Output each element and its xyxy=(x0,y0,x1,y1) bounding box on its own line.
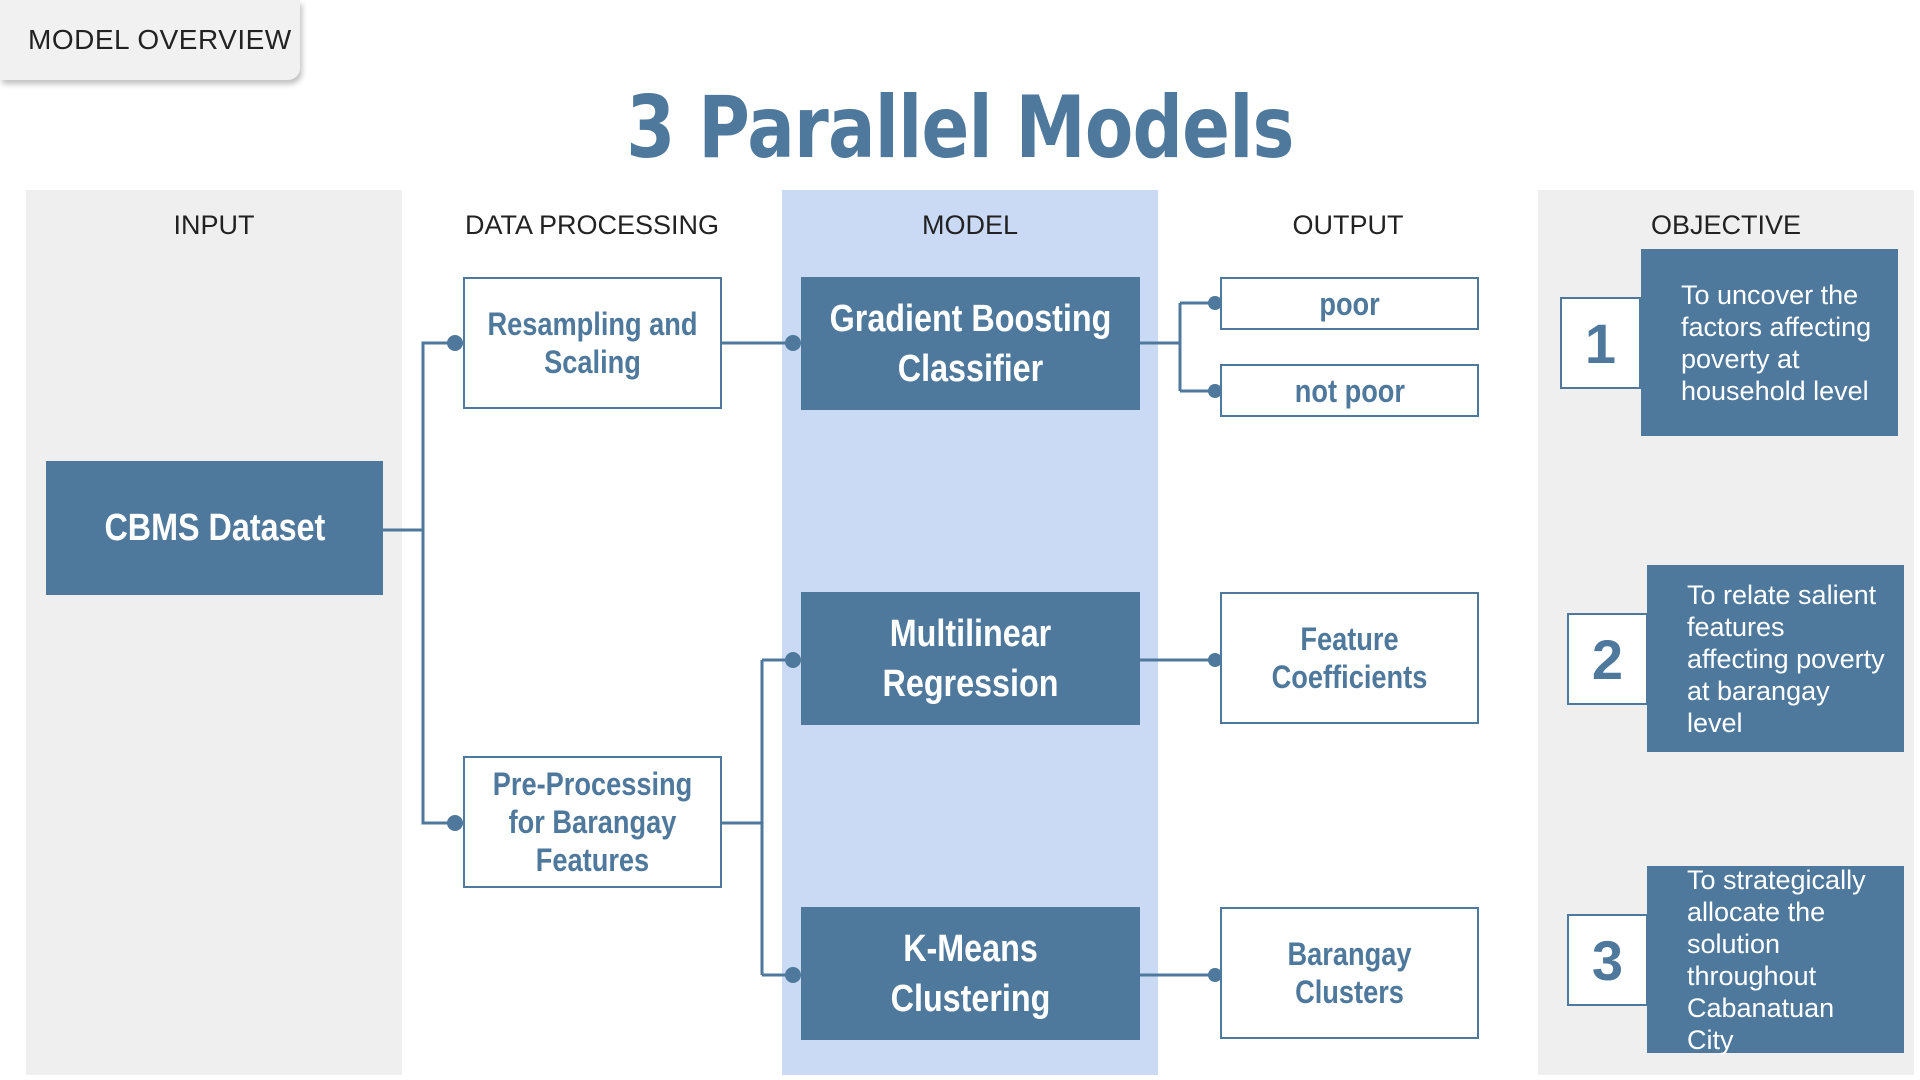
input-column-background xyxy=(26,190,402,1075)
connector-dot xyxy=(1208,653,1222,667)
objective-1-text: To uncover the factors affecting poverty… xyxy=(1681,279,1872,406)
input-column-header: INPUT xyxy=(173,210,255,240)
kmeans-clustering-box[interactable]: K-Means Clustering xyxy=(801,907,1140,1040)
multilinear-regression-box[interactable]: Multilinear Regression xyxy=(801,592,1140,725)
resampling-scaling-label: Resampling and Scaling xyxy=(487,306,698,380)
objective-3-text-box[interactable]: To strategically allocate the solution t… xyxy=(1647,864,1904,1055)
output-column-header: OUTPUT xyxy=(1292,210,1404,240)
cbms-dataset-label: CBMS Dataset xyxy=(104,507,325,549)
objective-2-number: 2 xyxy=(1591,627,1624,691)
connector-dot xyxy=(447,815,463,831)
objective-column-header: OBJECTIVE xyxy=(1650,210,1802,240)
barangay-clusters-label: Barangay Clusters xyxy=(1287,936,1412,1010)
preprocessing-label: Pre-Processing for Barangay Features xyxy=(492,766,693,878)
objective-2-text: To relate salient features affecting pov… xyxy=(1687,579,1885,738)
connector-dot xyxy=(785,967,801,983)
output-poor-box[interactable]: poor xyxy=(1220,277,1479,330)
objective-1-number-box: 1 xyxy=(1560,297,1641,389)
objective-3-text: To strategically allocate the solution t… xyxy=(1687,864,1866,1055)
output-poor-label: poor xyxy=(1319,285,1380,322)
connector-input-to-resampling xyxy=(383,341,455,532)
output-not-poor-label: not poor xyxy=(1294,372,1405,409)
objective-2-number-box: 2 xyxy=(1567,613,1648,705)
resampling-scaling-box[interactable]: Resampling and Scaling xyxy=(463,277,722,409)
connector-input-to-preprocessing xyxy=(421,530,455,825)
page-title: 3 Parallel Models xyxy=(626,78,1294,178)
objective-3-number-box: 3 xyxy=(1567,914,1648,1006)
processing-column-header: DATA PROCESSING xyxy=(464,210,720,240)
model-column-header: MODEL xyxy=(921,210,1019,240)
objective-2-text-box[interactable]: To relate salient features affecting pov… xyxy=(1647,565,1904,752)
feature-coefficients-label: Feature Coefficients xyxy=(1271,621,1428,695)
barangay-clusters-box[interactable]: Barangay Clusters xyxy=(1220,907,1479,1039)
connector-dot xyxy=(1208,384,1222,398)
objective-3-number: 3 xyxy=(1591,928,1624,992)
connector-dot xyxy=(1208,296,1222,310)
connector-dot xyxy=(785,335,801,351)
gradient-boosting-box[interactable]: Gradient Boosting Classifier xyxy=(801,277,1140,410)
cbms-dataset-box[interactable]: CBMS Dataset xyxy=(46,461,383,595)
objective-1-text-box[interactable]: To uncover the factors affecting poverty… xyxy=(1641,249,1898,436)
connector-dot xyxy=(1208,968,1222,982)
gradient-boosting-label: Gradient Boosting Classifier xyxy=(829,297,1112,390)
connector-dot xyxy=(447,335,463,351)
feature-coefficients-box[interactable]: Feature Coefficients xyxy=(1220,592,1479,724)
connector-dot xyxy=(785,652,801,668)
objective-1-number: 1 xyxy=(1584,311,1617,375)
tab-label: MODEL OVERVIEW xyxy=(28,24,292,55)
model-overview-tab[interactable]: MODEL OVERVIEW xyxy=(0,0,300,80)
output-not-poor-box[interactable]: not poor xyxy=(1220,364,1479,417)
preprocessing-box[interactable]: Pre-Processing for Barangay Features xyxy=(463,756,722,888)
kmeans-clustering-label: K-Means Clustering xyxy=(890,927,1051,1020)
multilinear-regression-label: Multilinear Regression xyxy=(882,612,1059,705)
